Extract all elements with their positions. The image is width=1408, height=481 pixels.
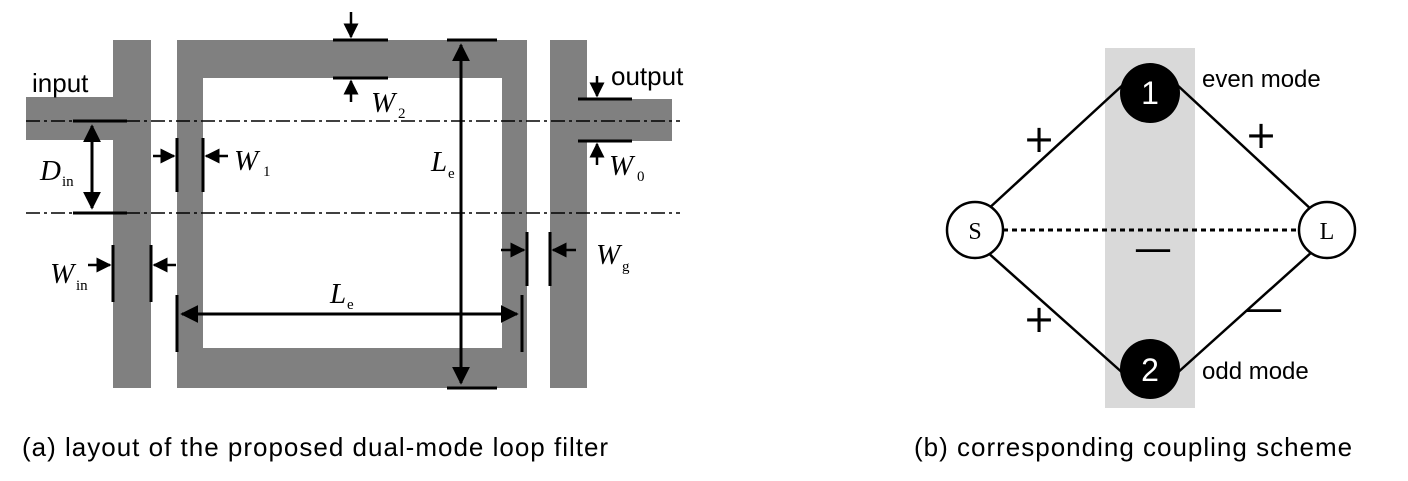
sign-s-to-2: + bbox=[1023, 297, 1055, 341]
w1-label: W 1 bbox=[234, 145, 271, 180]
le-horizontal-label-sub: e bbox=[347, 297, 354, 313]
w0-label: W 0 bbox=[609, 150, 645, 185]
w2-label: W 2 bbox=[371, 87, 406, 122]
w0-label-main: W bbox=[609, 150, 636, 182]
mode-2-node: 2 bbox=[1120, 339, 1180, 399]
layout-panel: input output D in W 1 W 2 L e W 0 W in W… bbox=[26, 12, 684, 390]
w2-dimension bbox=[333, 12, 388, 102]
w0-label-sub: 0 bbox=[637, 169, 645, 185]
wg-label: W g bbox=[596, 239, 630, 275]
le-horizontal-label-main: L bbox=[329, 278, 346, 310]
microstrip-shapes bbox=[26, 40, 672, 388]
w-in-label: W in bbox=[50, 258, 88, 294]
w-in-dimension bbox=[88, 245, 176, 302]
mode-1-node: 1 bbox=[1120, 63, 1180, 123]
coupling-1-to-l bbox=[1174, 82, 1314, 212]
le-horizontal-label: L e bbox=[329, 278, 354, 313]
w1-label-sub: 1 bbox=[263, 164, 271, 180]
w1-dimension bbox=[153, 138, 228, 192]
sign-1-to-l: + bbox=[1245, 113, 1277, 157]
le-vertical-label-main: L bbox=[430, 146, 447, 178]
w-in-label-sub: in bbox=[76, 278, 88, 294]
d-in-label-main: D bbox=[39, 155, 61, 187]
layout-caption: (a) layout of the proposed dual-mode loo… bbox=[22, 432, 610, 462]
w2-label-sub: 2 bbox=[398, 106, 406, 122]
coupling-scheme-caption: (b) corresponding coupling scheme bbox=[914, 432, 1354, 462]
w-in-label-main: W bbox=[50, 258, 77, 290]
le-vertical-dimension bbox=[447, 38, 497, 390]
w2-label-main: W bbox=[371, 87, 398, 119]
odd-mode-label: odd mode bbox=[1202, 358, 1309, 385]
output-feed-stub bbox=[550, 99, 672, 141]
load-node-label: L bbox=[1320, 219, 1335, 245]
sign-2-to-l: — bbox=[1245, 286, 1283, 330]
sign-s-to-1: + bbox=[1023, 117, 1055, 161]
source-node: S bbox=[945, 200, 1005, 260]
d-in-label-sub: in bbox=[62, 174, 74, 190]
load-node: L bbox=[1297, 200, 1357, 260]
le-horizontal-dimension bbox=[175, 295, 524, 352]
w0-dimension bbox=[578, 76, 632, 165]
wg-dimension bbox=[501, 232, 576, 286]
mode-2-node-label: 2 bbox=[1141, 352, 1159, 388]
source-node-label: S bbox=[968, 219, 981, 245]
coupling-panel: S L 1 2 + + + — — even mode odd mode bbox=[945, 48, 1357, 408]
output-label: output bbox=[611, 61, 684, 91]
coupling-s-to-2 bbox=[985, 250, 1126, 376]
output-coupling-line bbox=[550, 40, 587, 388]
w1-label-main: W bbox=[234, 145, 261, 177]
loop-resonator bbox=[177, 40, 527, 388]
le-vertical-label-sub: e bbox=[448, 166, 455, 182]
wg-label-sub: g bbox=[622, 259, 630, 275]
coupling-s-to-1 bbox=[985, 82, 1126, 212]
input-label: input bbox=[32, 68, 89, 98]
mode-1-node-label: 1 bbox=[1141, 75, 1159, 111]
sign-s-to-l: — bbox=[1134, 226, 1172, 270]
le-vertical-label: L e bbox=[430, 146, 455, 182]
coupling-2-to-l bbox=[1174, 250, 1314, 376]
even-mode-label: even mode bbox=[1202, 66, 1321, 93]
d-in-label: D in bbox=[39, 155, 74, 190]
wg-label-main: W bbox=[596, 239, 623, 271]
d-in-dimension bbox=[73, 119, 127, 215]
